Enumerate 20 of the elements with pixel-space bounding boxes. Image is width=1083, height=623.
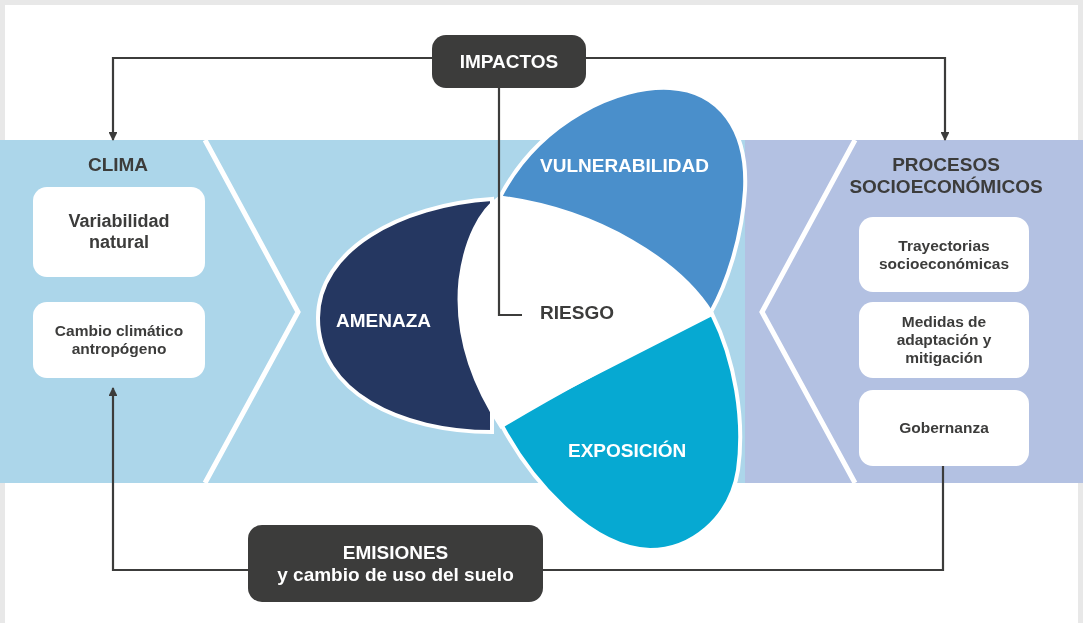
process-box: Variabilidad natural [33,187,205,277]
connector-arrow [108,56,432,141]
process-box: Cambio climático antropógeno [33,302,205,378]
process-box: Gobernanza [859,390,1029,466]
connector-line [497,88,522,317]
petal-label: EXPOSICIÓN [568,440,687,462]
petal-label: AMENAZA [336,310,431,332]
risk-label: RIESGO [539,302,615,324]
band-heading: PROCESOS SOCIOECONÓMICOS [848,154,1044,198]
connector-line [543,466,945,572]
connector-arrow [586,56,950,141]
box-heading: EMISIONES [342,541,449,564]
band-heading: CLIMA [86,154,150,176]
box-text: y cambio de uso del suelo [277,563,514,586]
emissions-box [248,525,543,602]
process-box: Trayectorias socioeconómicas [859,217,1029,292]
impact-box: IMPACTOS [432,35,586,88]
connector-arrow [108,387,248,572]
process-box: Medidas de adaptación y mitigación [859,302,1029,378]
petal-label: VULNERABILIDAD [540,155,709,177]
